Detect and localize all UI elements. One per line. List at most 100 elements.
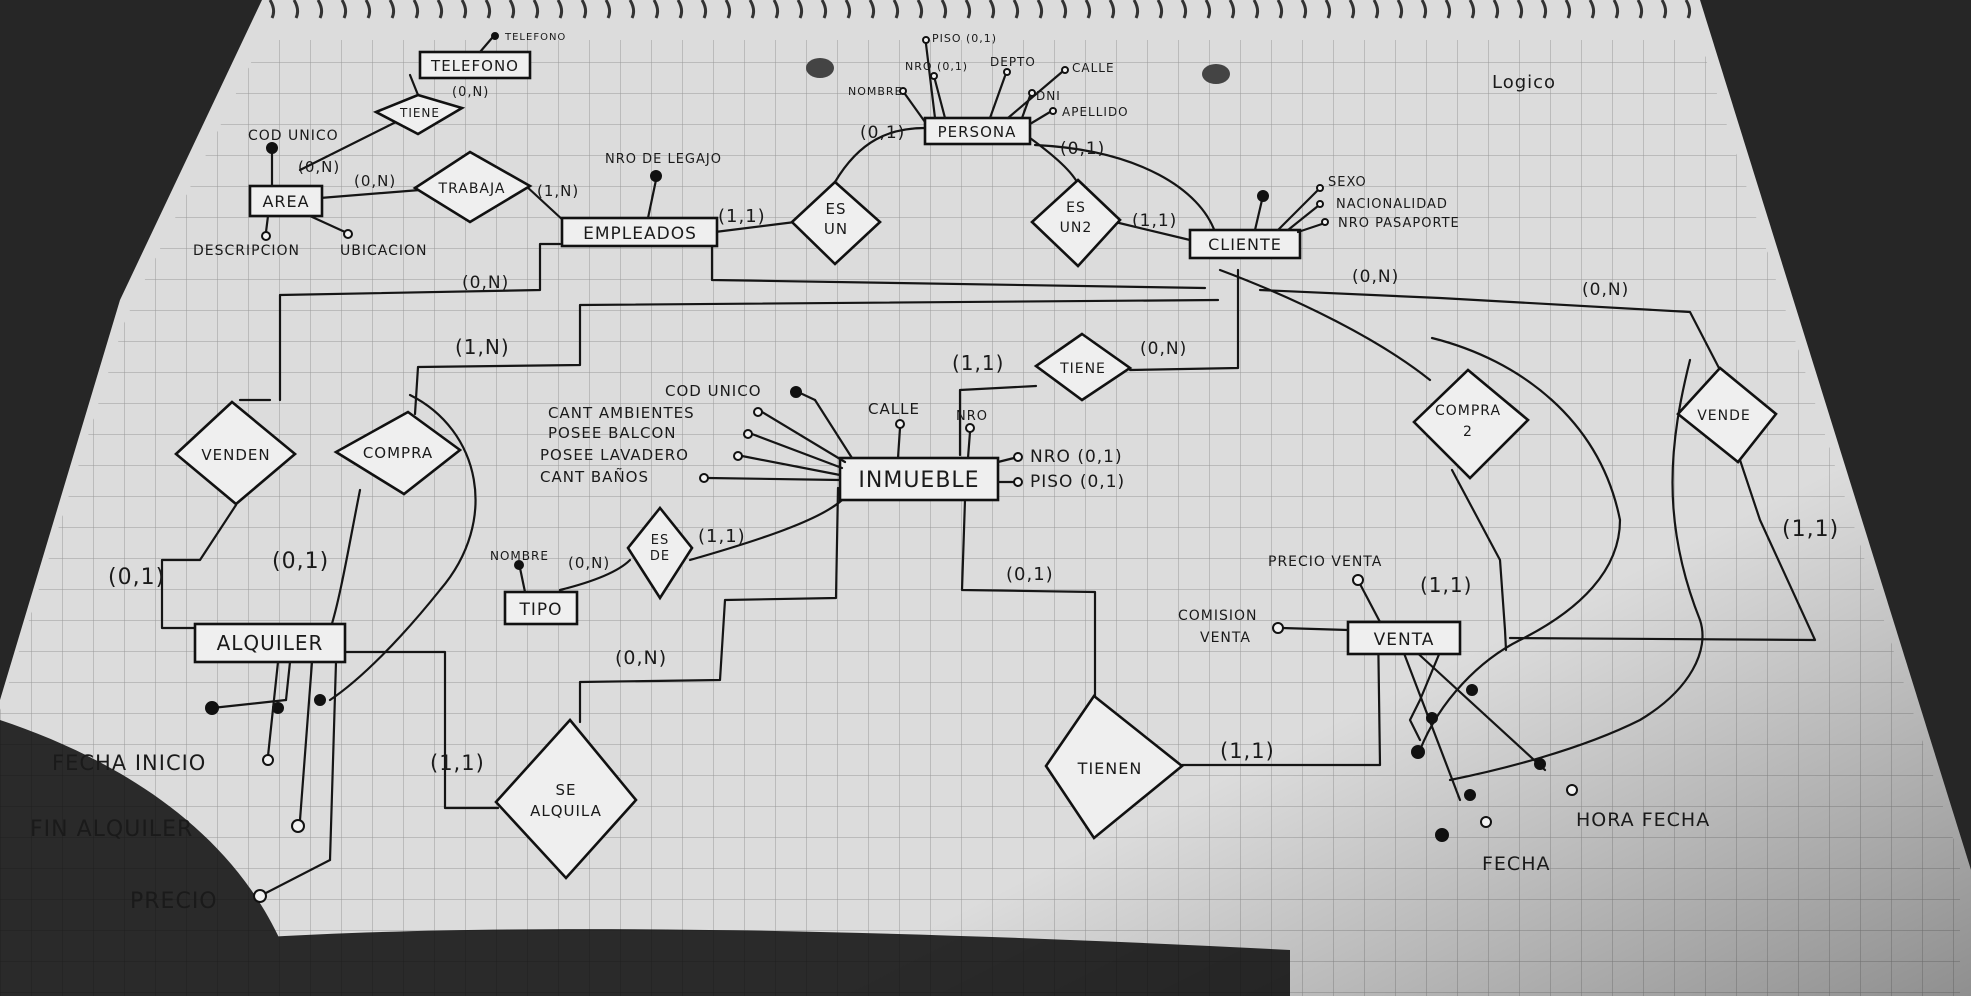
spiral-ring (1228, 0, 1236, 19)
cardinality: (0,N) (298, 158, 340, 176)
cardinality: (1,N) (455, 335, 510, 359)
attr-label: SEXO (1328, 175, 1367, 190)
rel-label: COMPRA (363, 444, 433, 462)
spiral-ring (1156, 0, 1164, 19)
cardinality: (1,1) (430, 751, 485, 775)
spiral-ring (652, 0, 660, 19)
spiral-ring (436, 0, 444, 19)
spiral-ring (484, 0, 492, 19)
spiral-ring (1444, 0, 1452, 19)
cardinality: (0,1) (272, 549, 329, 574)
entity-tipo: TIPO (503, 590, 579, 626)
spiral-ring (1396, 0, 1404, 19)
cardinality: (0,N) (1140, 339, 1187, 359)
attr-label: DEPTO (990, 55, 1036, 69)
rel-label: VENDEN (201, 446, 270, 464)
spiral-ring (1684, 0, 1692, 19)
spiral-ring (1420, 0, 1428, 19)
spiral-ring (700, 0, 708, 19)
rel-label: TRABAJA (438, 181, 506, 197)
rel-es-un2: ES UN2 (1030, 178, 1122, 268)
attr-label: NACIONALIDAD (1336, 197, 1448, 212)
cardinality: (0,1) (108, 565, 165, 590)
attr-label: COD UNICO (248, 128, 339, 144)
rel-se-alquila: SE ALQUILA (494, 718, 638, 880)
punch-hole-left (806, 58, 834, 78)
spiral-ring (1252, 0, 1260, 19)
entity-label: EMPLEADOS (583, 224, 697, 244)
punch-hole-right (1202, 64, 1230, 84)
attr-label: POSEE BALCON (548, 424, 677, 442)
rel-label-1: ES (826, 200, 847, 218)
spiral-ring (1060, 0, 1068, 19)
attr-label: PISO (0,1) (1030, 472, 1125, 492)
entity-label: INMUEBLE (858, 468, 979, 493)
attr-label: PRECIO (130, 889, 218, 914)
cardinality: (0,1) (1060, 139, 1105, 159)
spiral-ring (676, 0, 684, 19)
rel-label-2: UN2 (1060, 220, 1093, 236)
spiral-ring (1564, 0, 1572, 19)
spiral-ring (892, 0, 900, 19)
connection-lines (160, 73, 1817, 810)
rel-compra2: COMPRA 2 (1412, 368, 1530, 480)
cardinality: (0,N) (1352, 267, 1399, 287)
spiral-ring (1276, 0, 1284, 19)
attr-label: NRO (0,1) (905, 60, 968, 73)
entity-empleados: EMPLEADOS (560, 216, 719, 248)
page-title: Logico (1492, 72, 1556, 93)
cardinality: (1,1) (1782, 517, 1839, 542)
rel-label-1: COMPRA (1435, 403, 1501, 419)
spiral-ring (1084, 0, 1092, 19)
entity-alquiler: ALQUILER (193, 622, 347, 664)
rel-es-un: ES UN (790, 180, 882, 266)
spiral-ring (868, 0, 876, 19)
cardinality: (1,1) (1132, 211, 1177, 231)
cardinality: (0,N) (462, 273, 509, 293)
entity-label: AREA (262, 192, 309, 211)
attr-label: PISO (0,1) (932, 32, 997, 45)
rel-label-1: ES (1066, 200, 1086, 216)
rel-label-2: DE (650, 549, 670, 564)
spiral-ring (844, 0, 852, 19)
cardinalities: (0,N) (0,N) (0,N) (1,N) (1,1) (0,1) (0,1… (108, 85, 1839, 775)
attr-label: HORA FECHA (1576, 809, 1710, 831)
rel-es-de: ES DE (626, 505, 694, 601)
rel-trabaja: TRABAJA (412, 150, 533, 224)
attr-label: COD UNICO (665, 382, 762, 400)
spiral-ring (292, 0, 300, 19)
entity-cliente: CLIENTE (1188, 228, 1302, 260)
entity-label: ALQUILER (217, 631, 324, 655)
spiral-ring (820, 0, 828, 19)
cardinality: (0,N) (615, 647, 667, 669)
attr-label: UBICACION (340, 243, 427, 259)
spiral-ring (460, 0, 468, 19)
spiral-ring (1348, 0, 1356, 19)
attr-label: NRO PASAPORTE (1338, 216, 1460, 231)
rel-label-1: ES (651, 533, 669, 548)
spiral-ring (1204, 0, 1212, 19)
attr-label: TELEFONO (504, 32, 566, 43)
spiral-ring (772, 0, 780, 19)
spiral-ring (1660, 0, 1668, 19)
cardinality: (0,1) (860, 123, 905, 143)
attr-label: CALLE (868, 400, 920, 418)
cardinality: (0,1) (1006, 564, 1054, 585)
spiral-ring (508, 0, 516, 19)
attr-label: NRO DE LEGAJO (605, 152, 722, 167)
spiral-ring (1636, 0, 1644, 19)
cardinality: (0,N) (568, 554, 610, 572)
spiral-ring (412, 0, 420, 19)
spiral-ring (1108, 0, 1116, 19)
attr-label: POSEE LAVADERO (540, 446, 689, 464)
spiral-ring (316, 0, 324, 19)
rel-label: VENDE (1697, 408, 1751, 424)
entity-label: TIPO (518, 600, 562, 620)
attr-label: APELLIDO (1062, 105, 1129, 119)
entity-label: CLIENTE (1208, 235, 1282, 254)
cardinality: (1,1) (698, 526, 746, 547)
spiral-ring (580, 0, 588, 19)
attr-label: FECHA INICIO (52, 751, 206, 775)
spiral-ring (724, 0, 732, 19)
